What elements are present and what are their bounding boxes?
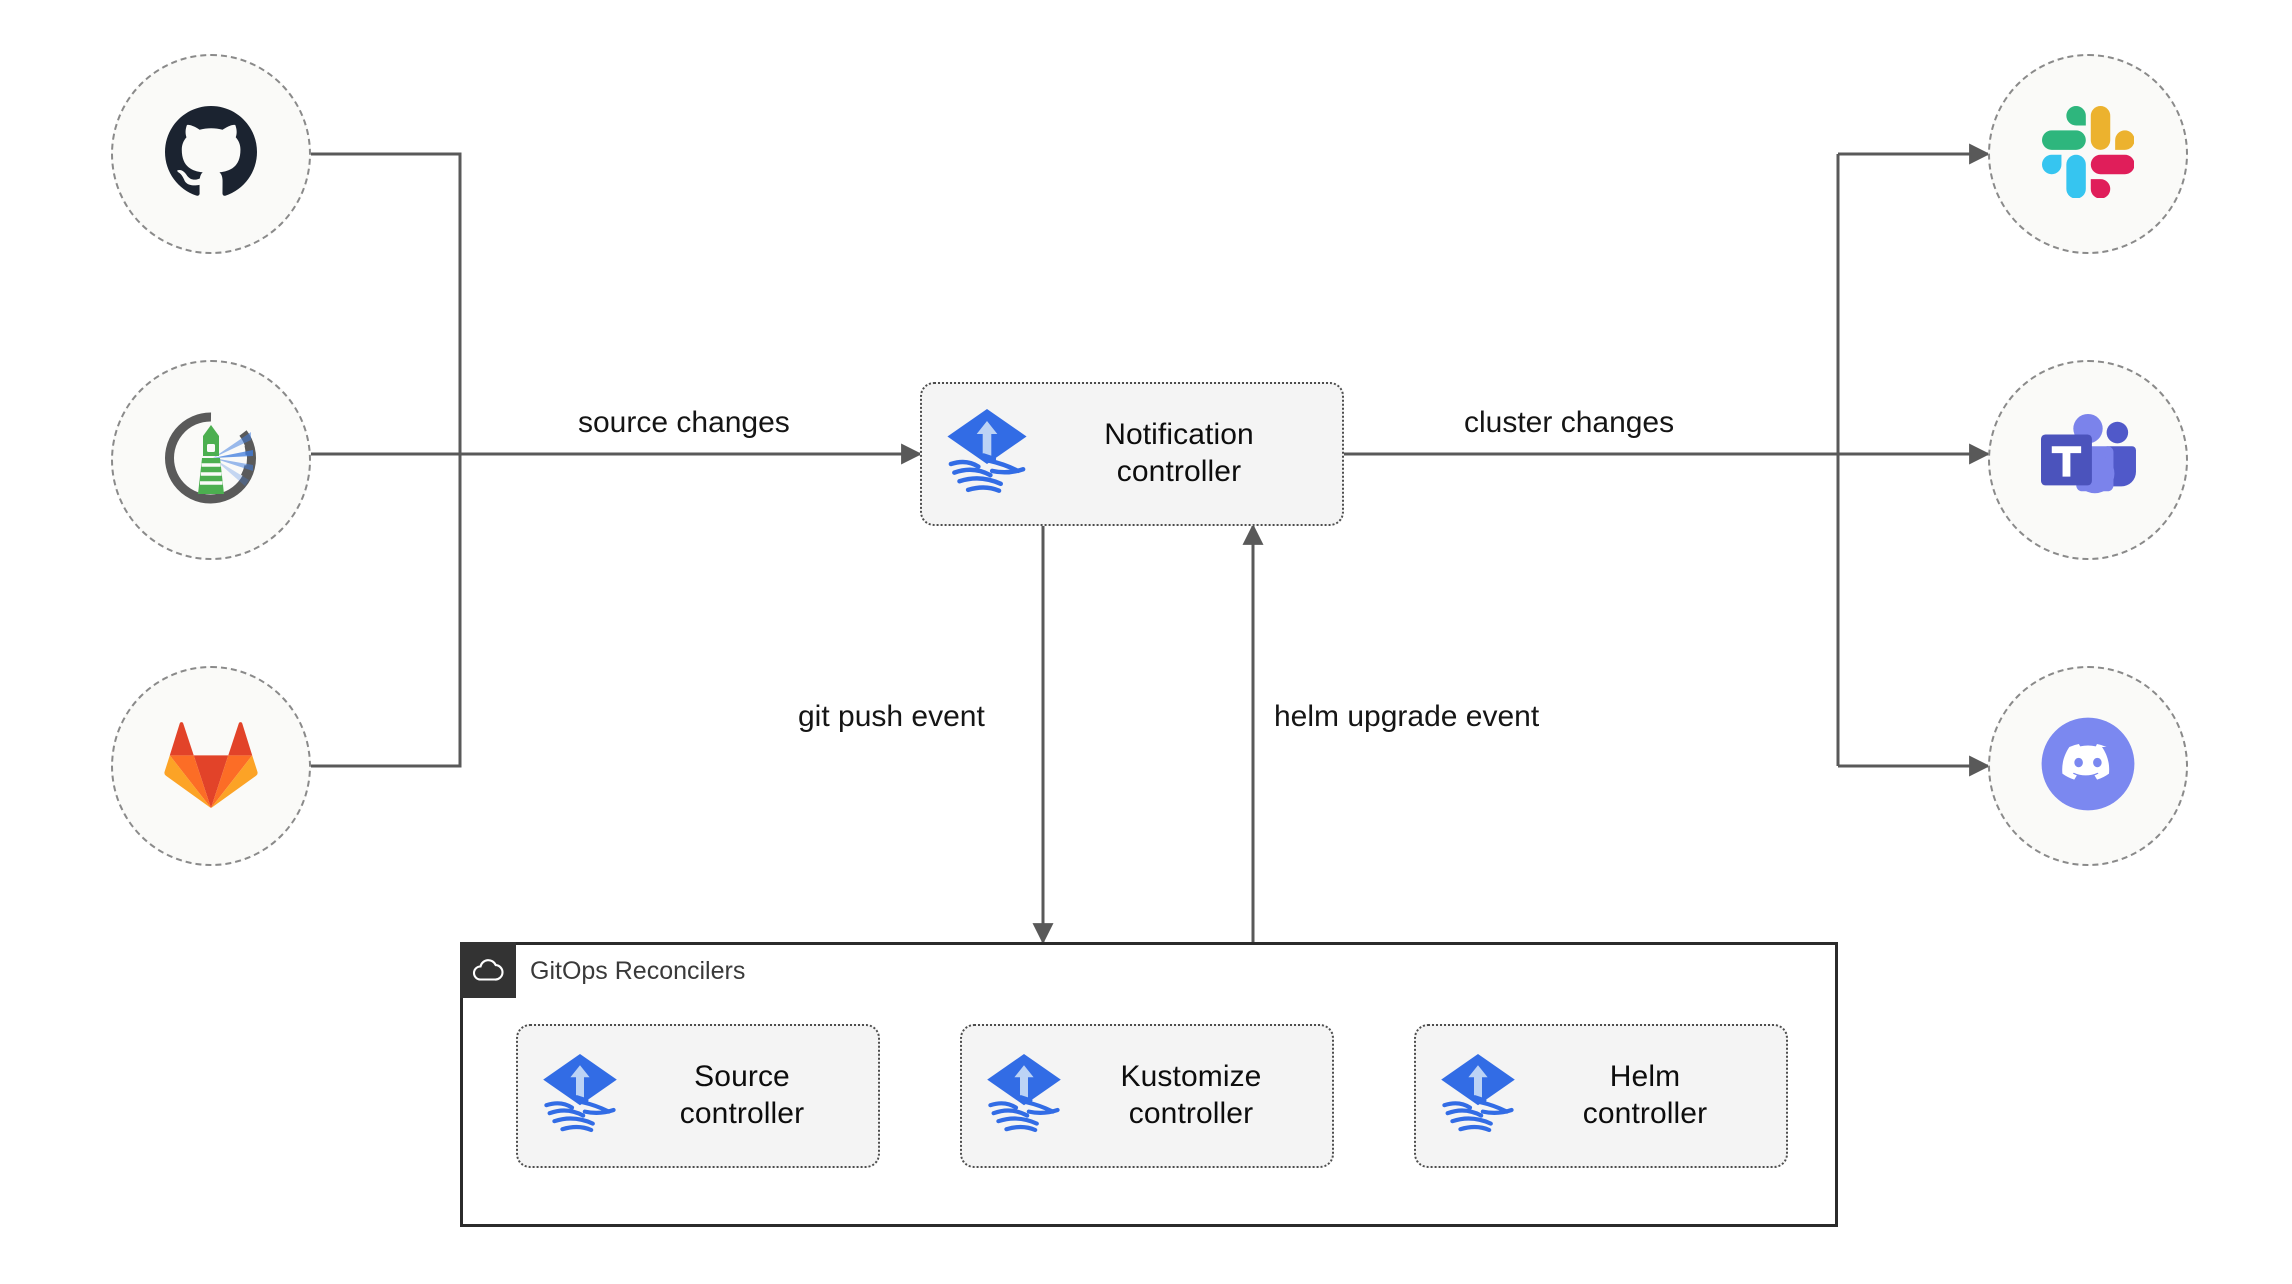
flux-logo-icon: [540, 1052, 620, 1141]
kustomize-controller-label-line2: controller: [1128, 1097, 1254, 1130]
source-controller-label-line1: Source: [694, 1060, 790, 1094]
edge-label-helm-upgrade-event: helm upgrade event: [1274, 700, 1540, 733]
edge-label-git-push-event: git push event: [798, 700, 985, 733]
helm-controller-label-line2: controller: [1582, 1097, 1708, 1130]
source-controller-label-line2: controller: [679, 1097, 805, 1130]
wire-gitlab-to-bus: [311, 454, 462, 768]
source-node-gitlab[interactable]: [111, 666, 311, 866]
notification-controller-box[interactable]: Notification controller: [920, 382, 1344, 526]
notification-controller-label: Notification controller: [1030, 417, 1342, 490]
flux-logo-icon: [944, 407, 1030, 502]
teams-icon: [2037, 411, 2139, 510]
target-node-teams[interactable]: [1988, 360, 2188, 560]
gitops-reconcilers-title: GitOps Reconcilers: [530, 957, 746, 985]
flux-logo-icon: [1438, 1052, 1518, 1141]
source-controller-box[interactable]: Source controller: [516, 1024, 880, 1168]
source-node-harbor[interactable]: [111, 360, 311, 560]
edge-label-source-changes: source changes: [578, 406, 790, 439]
helm-controller-label: Helm controller: [1518, 1059, 1786, 1132]
discord-icon: [2030, 706, 2146, 827]
source-node-github[interactable]: [111, 54, 311, 254]
kustomize-controller-label: Kustomize controller: [1064, 1059, 1332, 1132]
wire-github-to-bus: [311, 152, 462, 454]
kustomize-controller-box[interactable]: Kustomize controller: [960, 1024, 1334, 1168]
notification-controller-label-line2: controller: [1116, 455, 1242, 488]
target-node-slack[interactable]: [1988, 54, 2188, 254]
helm-controller-label-line1: Helm: [1609, 1060, 1681, 1094]
github-icon: [165, 105, 257, 203]
target-node-discord[interactable]: [1988, 666, 2188, 866]
notification-controller-label-line1: Notification: [1104, 418, 1254, 452]
edge-label-cluster-changes: cluster changes: [1464, 406, 1675, 439]
slack-icon: [2042, 105, 2135, 203]
kustomize-controller-label-line1: Kustomize: [1120, 1060, 1262, 1094]
gitlab-icon: [163, 718, 259, 815]
harbor-icon: [161, 408, 261, 513]
source-controller-label: Source controller: [620, 1059, 878, 1132]
flux-logo-icon: [984, 1052, 1064, 1141]
cloud-icon: [460, 942, 516, 998]
helm-controller-box[interactable]: Helm controller: [1414, 1024, 1788, 1168]
